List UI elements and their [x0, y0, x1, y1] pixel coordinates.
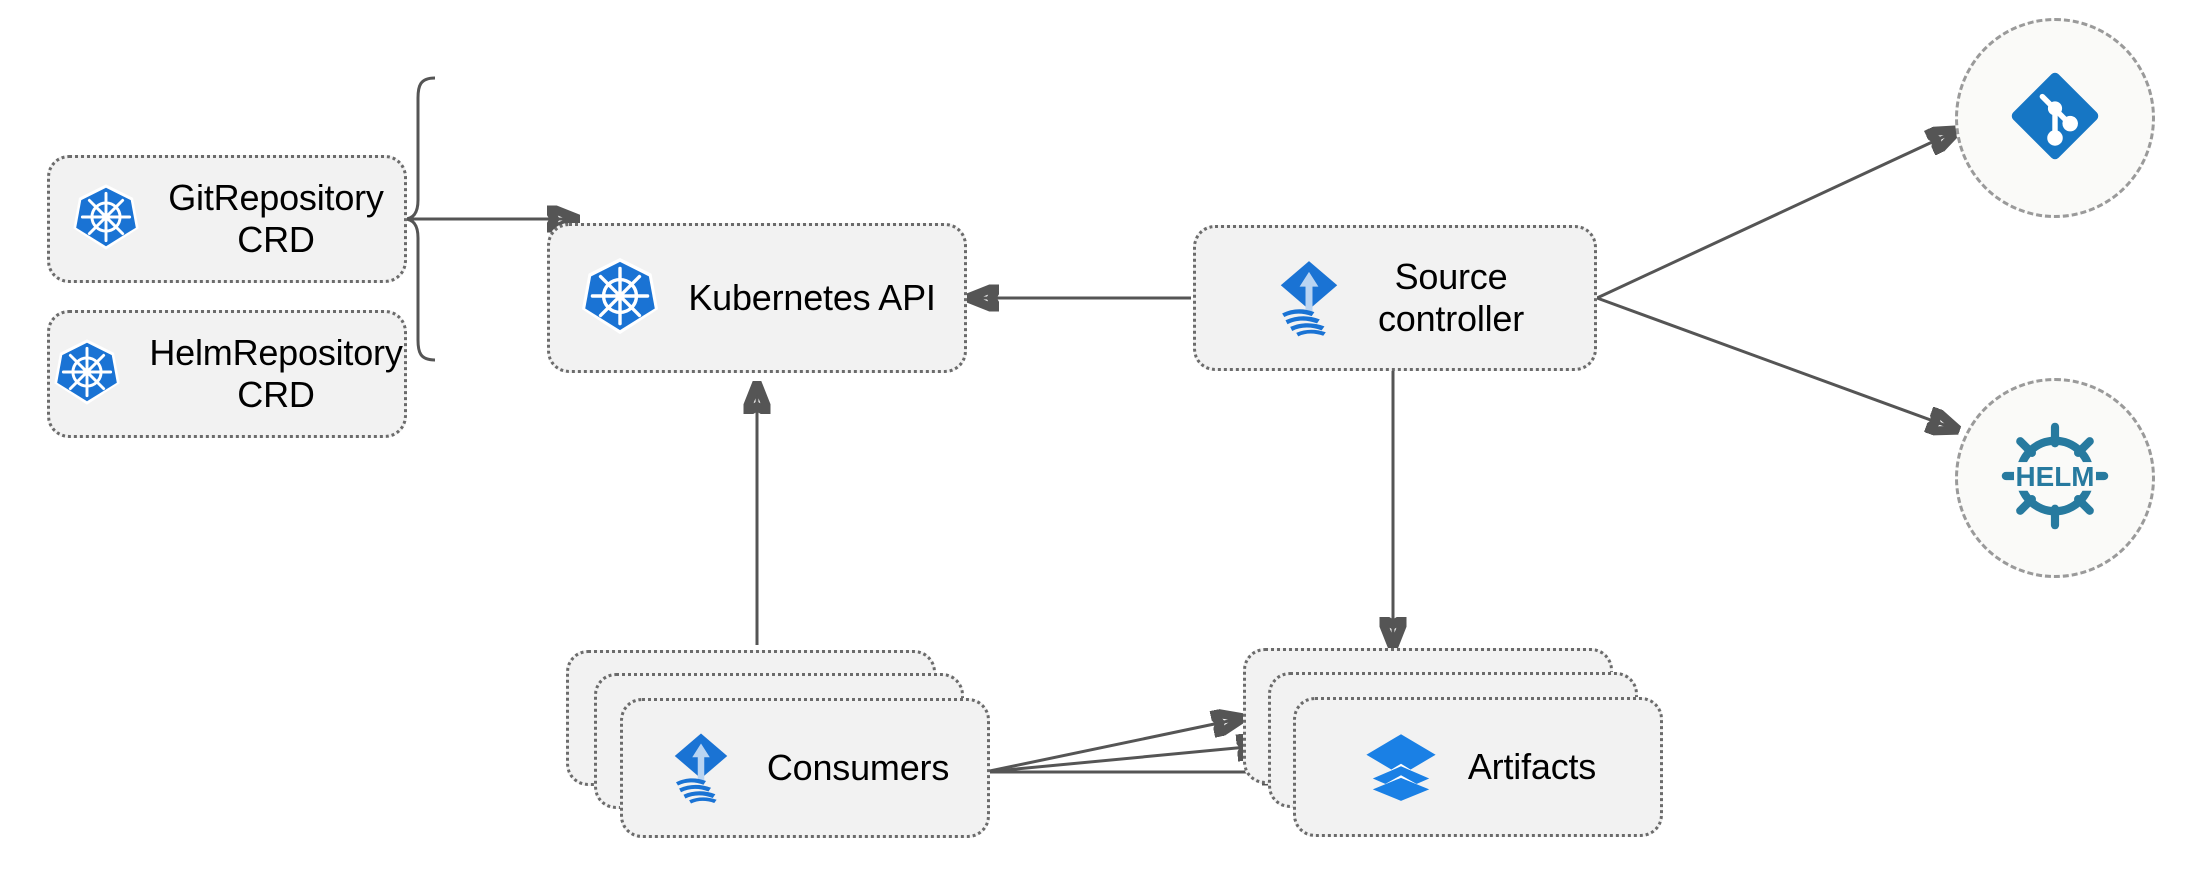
kubernetes-icon — [51, 336, 123, 413]
kubernetes-api-label: Kubernetes API — [688, 276, 936, 318]
source-controller-node[interactable]: Source controller — [1193, 225, 1597, 371]
flux-icon — [1266, 253, 1352, 344]
gitrepository-crd-label: GitRepository CRD — [168, 176, 384, 260]
artifacts-label: Artifacts — [1467, 745, 1597, 787]
kubernetes-api-node[interactable]: Kubernetes API — [547, 223, 967, 373]
helm-icon: HELM — [1996, 417, 2114, 540]
wire-consumers-to-artifacts-1 — [984, 718, 1243, 774]
artifacts-node[interactable]: Artifacts — [1293, 697, 1663, 837]
helm-repository-source-node[interactable]: HELM — [1955, 378, 2155, 578]
git-icon — [2001, 62, 2109, 175]
consumers-node[interactable]: Consumers — [620, 698, 990, 838]
git-repository-source-node[interactable] — [1955, 18, 2155, 218]
wire-consumers-to-artifacts-2 — [984, 745, 1268, 774]
kubernetes-icon — [70, 181, 142, 258]
source-controller-label: Source controller — [1377, 255, 1525, 339]
helmrepository-crd-label: HelmRepository CRD — [149, 331, 403, 415]
gitrepository-crd-node[interactable]: GitRepository CRD — [47, 155, 407, 283]
wire-source-to-git — [1596, 130, 1958, 300]
consumers-label: Consumers — [766, 746, 950, 788]
helmrepository-crd-node[interactable]: HelmRepository CRD — [47, 310, 407, 438]
kubernetes-icon — [578, 254, 662, 343]
crd-group-bracket — [403, 76, 436, 362]
flux-icon — [661, 726, 741, 811]
wire-source-to-helm — [1596, 296, 1958, 430]
helm-wordmark: HELM — [2016, 460, 2095, 491]
layers-icon — [1360, 724, 1442, 811]
